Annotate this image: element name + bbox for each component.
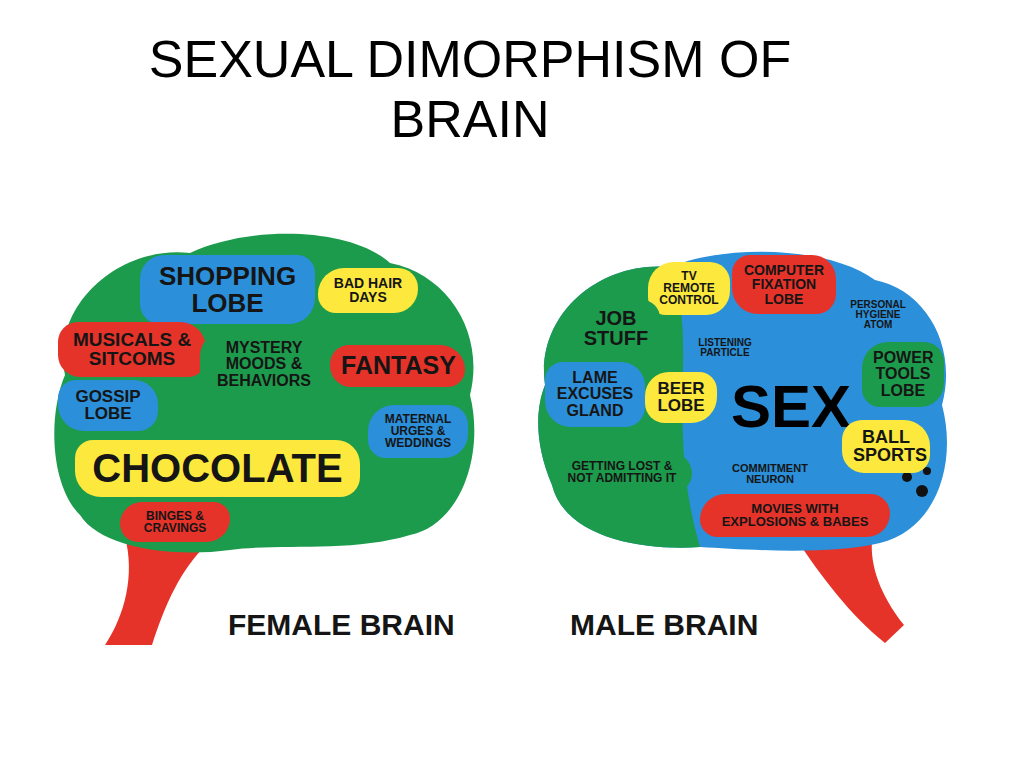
brain-caption: MALE BRAIN (570, 608, 758, 642)
region-label: FANTASY (341, 353, 454, 379)
brain-region: GOSSIP LOBE (58, 380, 158, 431)
region-label: BINGES & CRAVINGS (131, 510, 219, 534)
region-label: BEER LOBE (656, 380, 706, 415)
brain-region: LAME EXCUSES GLAND (545, 362, 645, 427)
brain-outline: FEMALE BRAIN SHOPPING LOBE MUSICALS & SITC… (40, 225, 490, 650)
brain-region: BINGES & CRAVINGS (120, 502, 230, 542)
brain-region: COMPUTER FIXATION LOBE (732, 255, 836, 314)
brain-region: BAD HAIR DAYS (318, 268, 418, 313)
brain-shape (54, 234, 474, 553)
brain-region: GETTING LOST & NOT ADMITTING IT (552, 452, 692, 492)
brain-outline: MALE BRAIN TV REMOTE CONTROL COMPUTER FIXA… (530, 245, 950, 650)
region-label: GETTING LOST & NOT ADMITTING IT (563, 460, 681, 484)
brain-region: JOB STUFF (572, 300, 660, 357)
ball-dot (916, 485, 928, 497)
brain-region: SEX (720, 368, 860, 445)
region-label: LAME EXCUSES GLAND (556, 370, 634, 419)
region-label: BAD HAIR DAYS (329, 276, 407, 305)
region-label: PERSONAL HYGIENE ATOM (849, 300, 907, 331)
brain-region: BEER LOBE (645, 372, 717, 423)
brain-region: MOVIES WITH EXPLOSIONS & BABES (700, 494, 890, 537)
region-label: MYSTERY MOODS & BEHAVIORS (211, 340, 317, 389)
region-label: JOB STUFF (583, 308, 649, 349)
brain-stem (105, 537, 208, 645)
brain-caption: FEMALE BRAIN (228, 608, 455, 642)
region-label: MATERNAL URGES & WEDDINGS (379, 413, 457, 450)
region-label: LISTENING PARTICLE (697, 338, 753, 358)
brain-region: PERSONAL HYGIENE ATOM (838, 292, 918, 339)
brain-region: TV REMOTE CONTROL (648, 262, 730, 315)
brain-region: COMMITMENT NEURON (720, 455, 820, 493)
region-label: GOSSIP LOBE (69, 388, 147, 423)
brain-region: FANTASY (330, 345, 465, 387)
region-label: MOVIES WITH EXPLOSIONS & BABES (711, 502, 879, 529)
region-label: COMPUTER FIXATION LOBE (743, 263, 825, 306)
brain-shape (538, 252, 947, 551)
brain-region: CHOCOLATE (75, 440, 360, 497)
region-label: COMMITMENT NEURON (731, 463, 809, 485)
brain-region: MYSTERY MOODS & BEHAVIORS (200, 332, 328, 397)
brain-region: SHOPPING LOBE (140, 255, 315, 324)
ball-dot (902, 472, 912, 482)
page-title: SEXUAL DIMORPHISM OF BRAIN (70, 30, 870, 150)
region-label: MUSICALS & SITCOMS (69, 330, 195, 369)
region-label: POWER TOOLS LOBE (873, 350, 933, 399)
brain-region: BALL SPORTS (842, 420, 930, 473)
brain-region: MATERNAL URGES & WEDDINGS (368, 405, 468, 458)
brain-region: LISTENING PARTICLE (686, 330, 764, 366)
region-label: SHOPPING LOBE (151, 263, 304, 316)
brain-region: MUSICALS & SITCOMS (58, 322, 206, 377)
region-label: CHOCOLATE (86, 448, 349, 489)
region-label: BALL SPORTS (853, 428, 919, 465)
brain-stem (795, 537, 904, 643)
brain-region: POWER TOOLS LOBE (862, 342, 944, 407)
region-label: SEX (731, 376, 849, 437)
region-label: TV REMOTE CONTROL (659, 270, 719, 307)
